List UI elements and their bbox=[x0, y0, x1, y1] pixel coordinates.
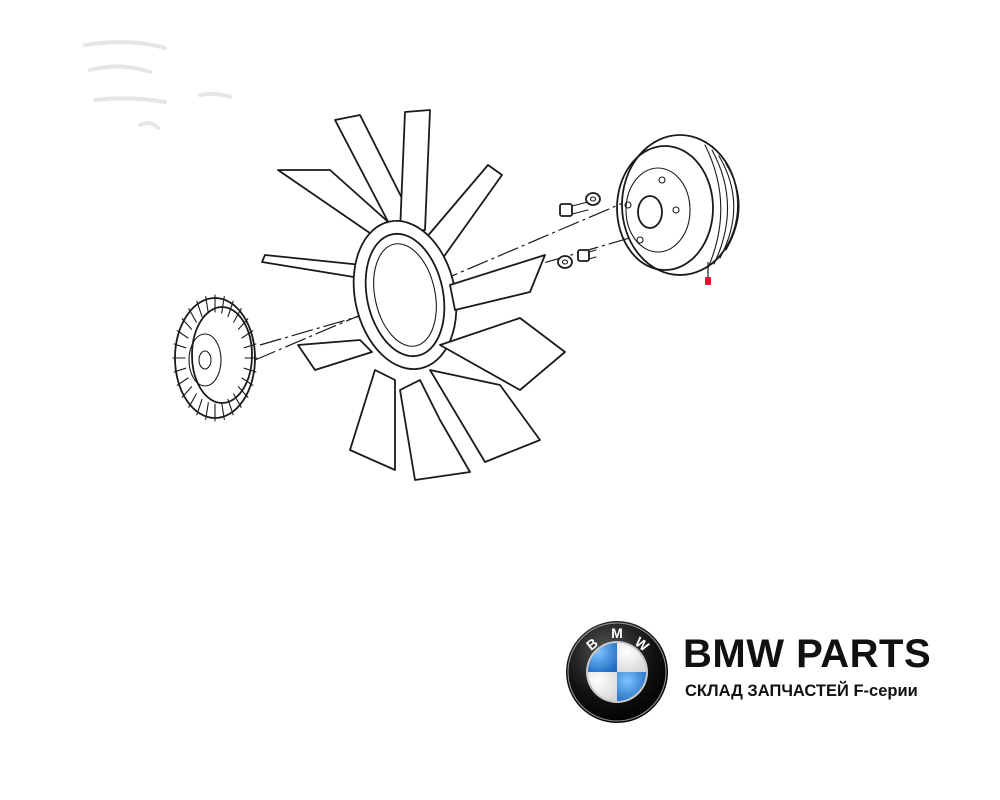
brand-subtitle: СКЛАД ЗАПЧАСТЕЙ F-серии bbox=[685, 682, 918, 700]
clutch-fin bbox=[196, 300, 203, 318]
clutch-fin bbox=[237, 318, 249, 330]
clutch-fin bbox=[243, 367, 257, 373]
clutch-fin bbox=[188, 393, 197, 408]
clutch-fin bbox=[221, 296, 225, 314]
water-pump-pulley bbox=[616, 134, 740, 285]
clutch-fin bbox=[176, 330, 189, 339]
viscous-fan-clutch bbox=[172, 294, 258, 422]
clutch-fin bbox=[221, 402, 225, 420]
clutch-fin bbox=[173, 367, 187, 373]
clutch-fin bbox=[181, 386, 193, 398]
clutch-fin bbox=[181, 318, 193, 330]
clutch-fin bbox=[205, 402, 209, 420]
bolt-lower bbox=[557, 249, 597, 269]
clutch-fin bbox=[227, 398, 234, 416]
clutch-fin bbox=[241, 330, 254, 339]
part-highlight-marker bbox=[705, 277, 711, 285]
faint-background-marks bbox=[83, 40, 232, 130]
clutch-fin bbox=[233, 393, 242, 408]
clutch-fin bbox=[243, 343, 257, 349]
brand-title: BMW PARTS bbox=[683, 632, 932, 676]
clutch-fin bbox=[241, 377, 254, 386]
clutch-fin bbox=[233, 308, 242, 323]
clutch-fin bbox=[173, 343, 187, 349]
clutch-fin bbox=[176, 377, 189, 386]
clutch-fin bbox=[205, 296, 209, 314]
clutch-fin bbox=[196, 398, 203, 416]
logo-letter-2: M bbox=[611, 625, 623, 641]
clutch-fin bbox=[237, 386, 249, 398]
brand-block: B M W BMW PARTS СКЛАД ЗАПЧАСТЕЙ F-серии bbox=[565, 620, 965, 725]
clutch-fin bbox=[227, 300, 234, 318]
bmw-logo: B M W bbox=[566, 621, 668, 723]
fan-blade bbox=[261, 109, 566, 481]
clutch-fin bbox=[188, 308, 197, 323]
bolts-and-washers bbox=[557, 192, 601, 269]
bolt-upper bbox=[559, 192, 601, 217]
